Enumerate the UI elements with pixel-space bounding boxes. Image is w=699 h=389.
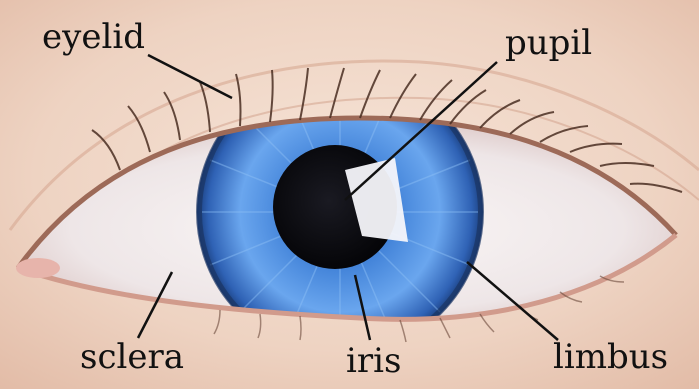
sclera-label: sclera [80, 340, 184, 374]
inner-eye-corner [16, 258, 60, 278]
pupil-label: pupil [505, 26, 592, 60]
iris-label: iris [346, 344, 401, 378]
limbus-label: limbus [553, 340, 668, 374]
eyelid-label: eyelid [42, 20, 145, 54]
